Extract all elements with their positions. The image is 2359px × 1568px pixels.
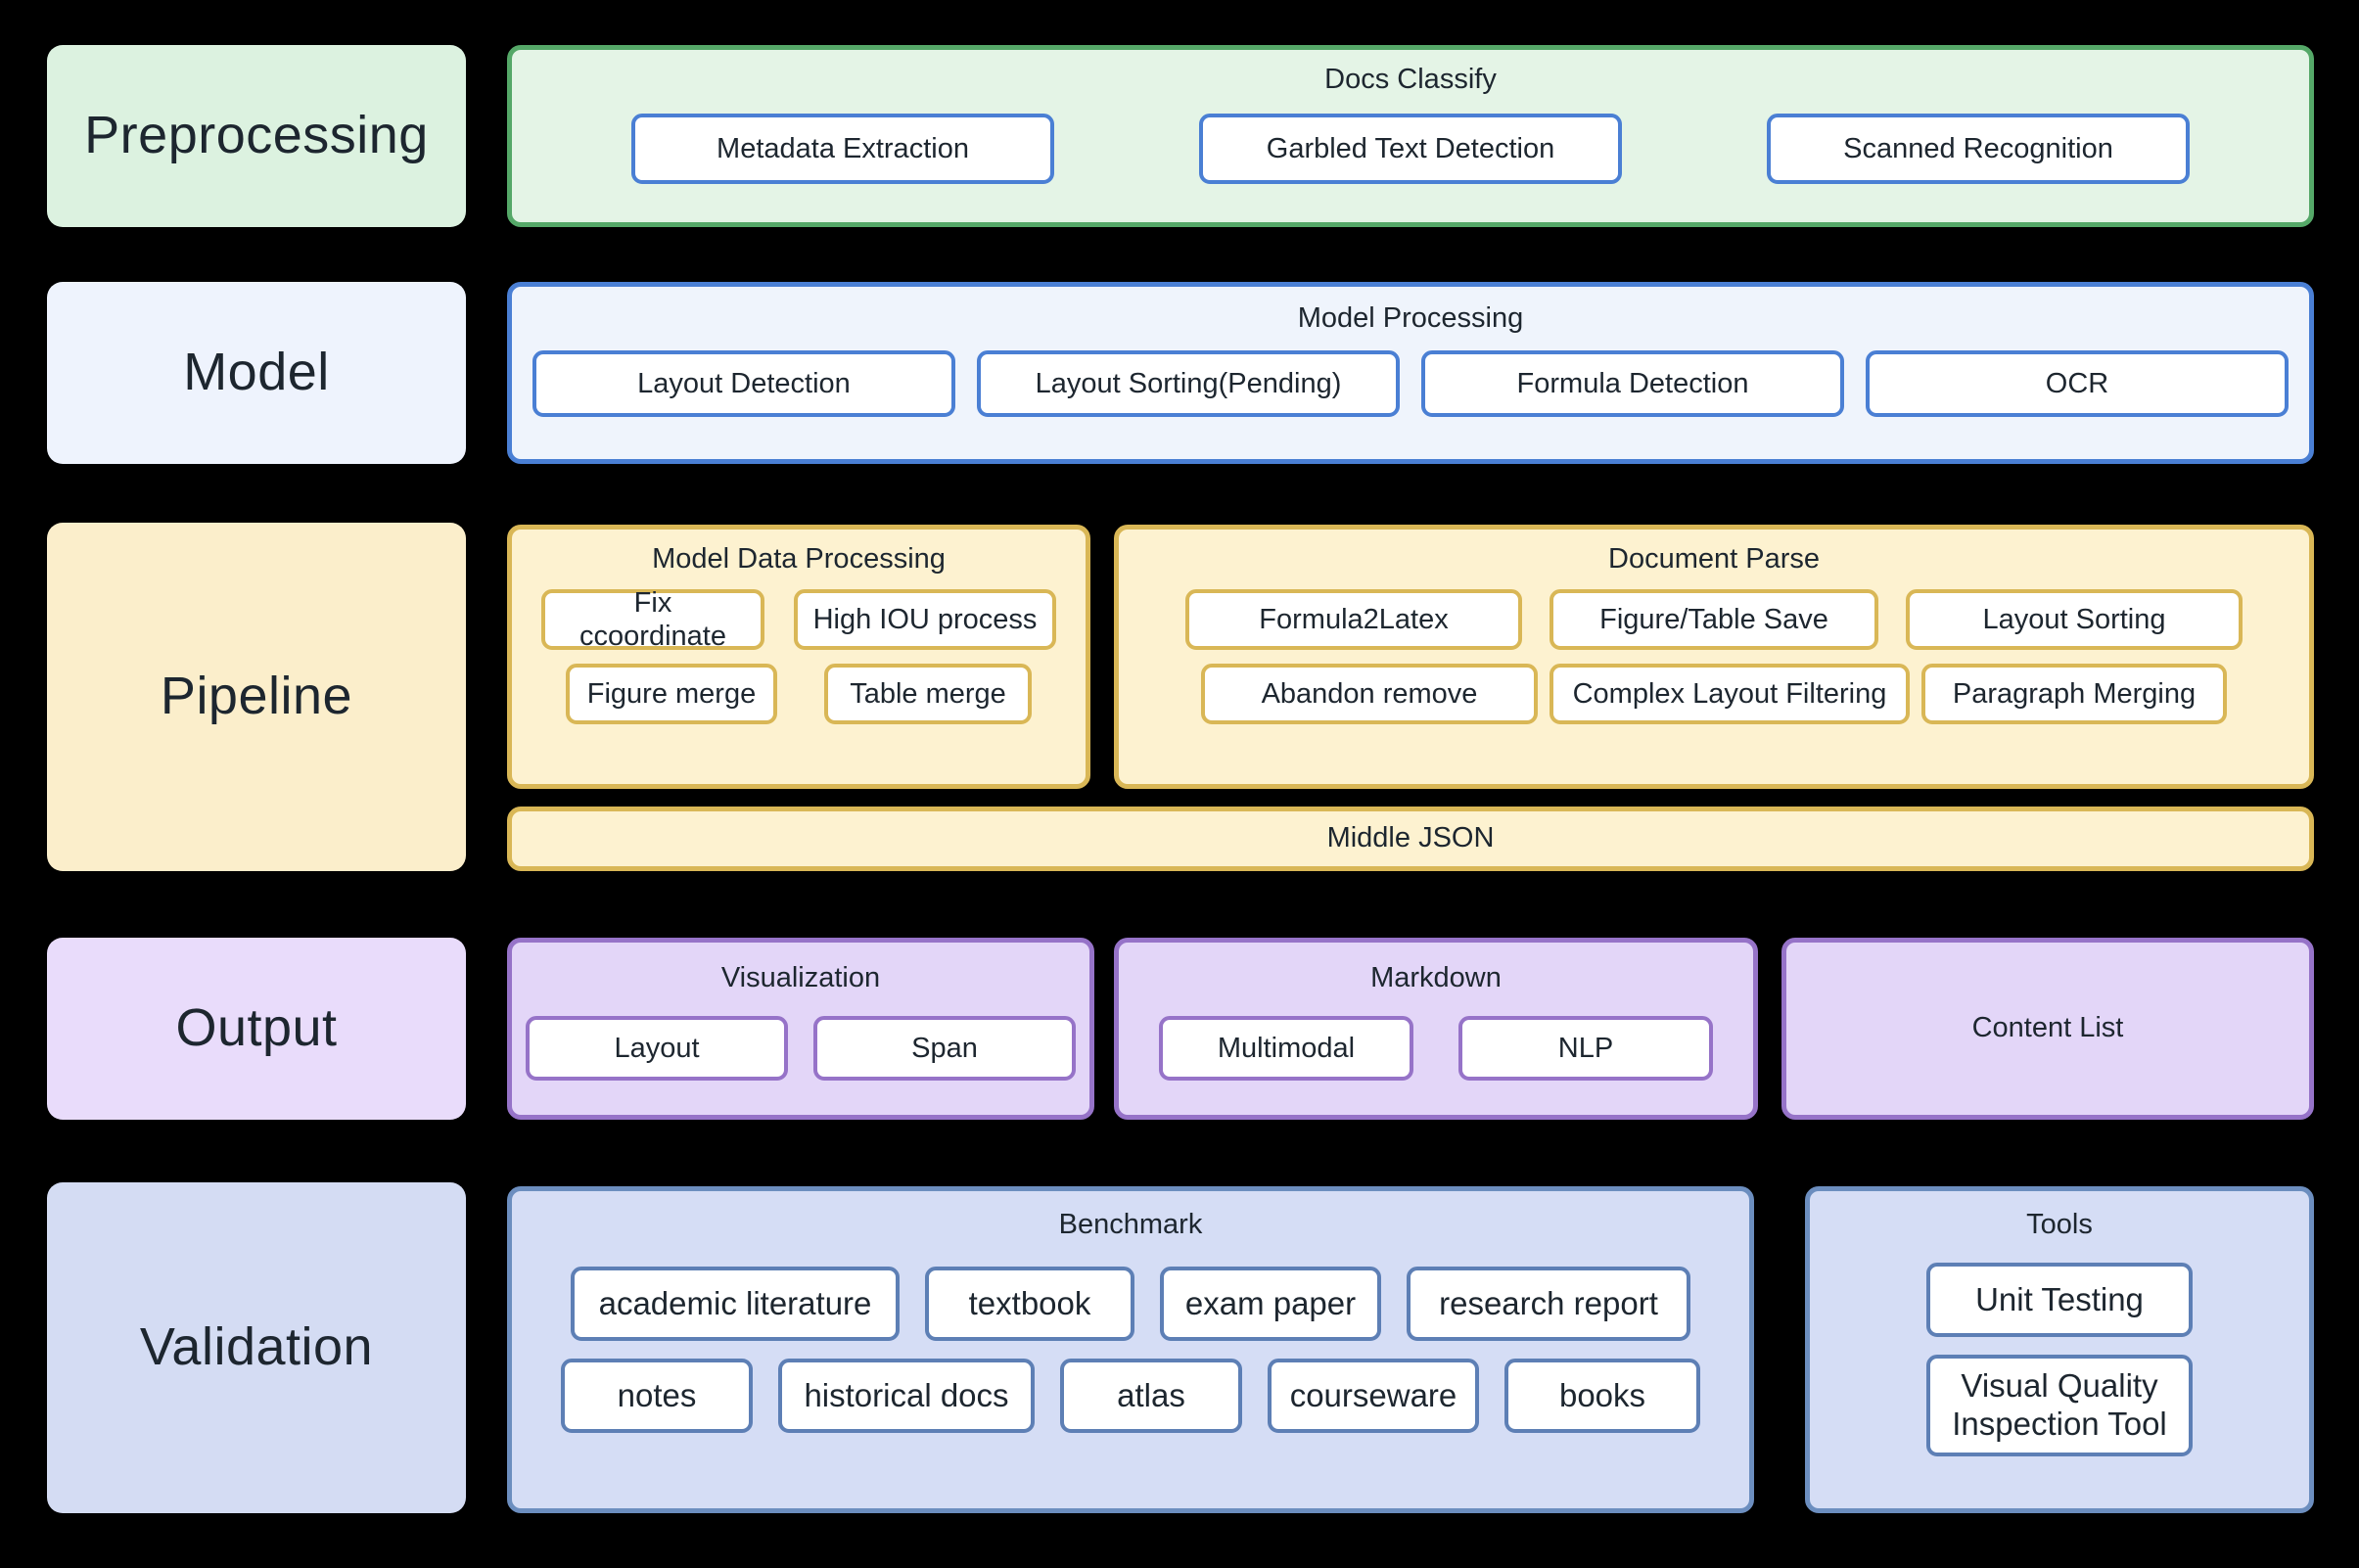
chip-layout-sorting[interactable]: Layout Sorting: [1906, 589, 2243, 651]
chip-row-tools-2: Visual Quality Inspection Tool: [1810, 1355, 2309, 1457]
stage-card-pipeline: Pipeline: [47, 523, 466, 871]
chip-layout-detection[interactable]: Layout Detection: [532, 350, 955, 418]
panel-title-visualization: Visualization: [720, 962, 881, 993]
chip-line-1: Visual Quality: [1961, 1367, 2158, 1405]
chip-row-tools-1: Unit Testing: [1810, 1263, 2309, 1338]
panel-model-processing: Model Processing Layout Detection Layout…: [507, 282, 2314, 464]
panel-content-list: Content List: [1781, 938, 2314, 1120]
chip-row-markdown: Multimodal NLP: [1119, 1016, 1753, 1082]
panel-title-model-data-processing: Model Data Processing: [652, 543, 946, 575]
chip-atlas[interactable]: atlas: [1060, 1359, 1242, 1434]
chip-garbled-text-detection[interactable]: Garbled Text Detection: [1199, 114, 1622, 185]
chip-row-document-parse-2: Abandon remove Complex Layout Filtering …: [1119, 664, 2309, 725]
chip-metadata-extraction[interactable]: Metadata Extraction: [631, 114, 1054, 185]
chip-books[interactable]: books: [1504, 1359, 1700, 1434]
chip-row-visualization: Layout Span: [512, 1016, 1089, 1082]
panel-visualization: Visualization Layout Span: [507, 938, 1094, 1120]
stage-card-output: Output: [47, 938, 466, 1120]
stage-card-preprocessing: Preprocessing: [47, 45, 466, 227]
stage-label-pipeline: Pipeline: [160, 667, 353, 726]
chip-multimodal[interactable]: Multimodal: [1159, 1016, 1413, 1082]
chip-abandon-remove[interactable]: Abandon remove: [1201, 664, 1538, 725]
chip-paragraph-merging[interactable]: Paragraph Merging: [1921, 664, 2227, 725]
chip-row-model-data-processing-2: Figure merge Table merge: [512, 664, 1086, 725]
panel-tools: Tools Unit Testing Visual Quality Inspec…: [1805, 1186, 2314, 1513]
panel-title-docs-classify: Docs Classify: [1324, 64, 1497, 95]
chip-formula-detection[interactable]: Formula Detection: [1421, 350, 1844, 418]
chip-historical-docs[interactable]: historical docs: [778, 1359, 1035, 1434]
chip-research-report[interactable]: research report: [1407, 1267, 1690, 1342]
chip-formula2latex[interactable]: Formula2Latex: [1185, 589, 1522, 651]
chip-row-docs-classify: Metadata Extraction Garbled Text Detecti…: [512, 114, 2309, 185]
chip-courseware[interactable]: courseware: [1268, 1359, 1479, 1434]
panel-title-content-list: Content List: [1971, 1012, 2124, 1044]
chip-notes[interactable]: notes: [561, 1359, 753, 1434]
chip-unit-testing[interactable]: Unit Testing: [1926, 1263, 2193, 1338]
chip-academic-literature[interactable]: academic literature: [571, 1267, 900, 1342]
chip-span[interactable]: Span: [813, 1016, 1076, 1082]
chip-figure-merge[interactable]: Figure merge: [566, 664, 777, 725]
chip-layout[interactable]: Layout: [526, 1016, 788, 1082]
stage-card-validation: Validation: [47, 1182, 466, 1513]
panel-title-markdown: Markdown: [1370, 962, 1502, 993]
chip-scanned-recognition[interactable]: Scanned Recognition: [1767, 114, 2190, 185]
chip-visual-quality-inspection-tool[interactable]: Visual Quality Inspection Tool: [1926, 1355, 2193, 1457]
chip-row-model-data-processing-1: Fix ccoordinate High IOU process: [512, 587, 1086, 652]
panel-title-middle-json: Middle JSON: [1326, 822, 1495, 854]
panel-docs-classify: Docs Classify Metadata Extraction Garble…: [507, 45, 2314, 227]
chip-table-merge[interactable]: Table merge: [824, 664, 1032, 725]
chip-row-document-parse-1: Formula2Latex Figure/Table Save Layout S…: [1119, 589, 2309, 651]
panel-middle-json: Middle JSON: [507, 807, 2314, 871]
panel-title-benchmark: Benchmark: [1058, 1209, 1203, 1240]
chip-figure-table-save[interactable]: Figure/Table Save: [1550, 589, 1878, 651]
chip-layout-sorting-pending[interactable]: Layout Sorting(Pending): [977, 350, 1400, 418]
panel-title-model-processing: Model Processing: [1297, 302, 1524, 334]
panel-title-document-parse: Document Parse: [1608, 543, 1820, 575]
stage-label-output: Output: [175, 998, 338, 1058]
chip-complex-layout-filtering[interactable]: Complex Layout Filtering: [1550, 664, 1910, 725]
chip-row-model-processing: Layout Detection Layout Sorting(Pending)…: [512, 350, 2309, 418]
panel-model-data-processing: Model Data Processing Fix ccoordinate Hi…: [507, 525, 1090, 789]
panel-document-parse: Document Parse Formula2Latex Figure/Tabl…: [1114, 525, 2314, 789]
stage-card-model: Model: [47, 282, 466, 464]
chip-textbook[interactable]: textbook: [925, 1267, 1134, 1342]
stage-label-preprocessing: Preprocessing: [84, 106, 429, 165]
chip-fix-ccoordinate[interactable]: Fix ccoordinate: [541, 587, 764, 652]
chip-nlp[interactable]: NLP: [1458, 1016, 1713, 1082]
stage-label-validation: Validation: [139, 1317, 374, 1377]
chip-exam-paper[interactable]: exam paper: [1160, 1267, 1381, 1342]
stage-label-model: Model: [183, 343, 330, 402]
chip-line-2: Inspection Tool: [1952, 1406, 2167, 1443]
chip-row-benchmark-2: notes historical docs atlas courseware b…: [512, 1359, 1749, 1434]
panel-markdown: Markdown Multimodal NLP: [1114, 938, 1758, 1120]
chip-ocr[interactable]: OCR: [1866, 350, 2289, 418]
chip-row-benchmark-1: academic literature textbook exam paper …: [512, 1267, 1749, 1342]
panel-title-tools: Tools: [2026, 1209, 2093, 1240]
chip-high-iou-process[interactable]: High IOU process: [794, 589, 1056, 651]
panel-benchmark: Benchmark academic literature textbook e…: [507, 1186, 1754, 1513]
